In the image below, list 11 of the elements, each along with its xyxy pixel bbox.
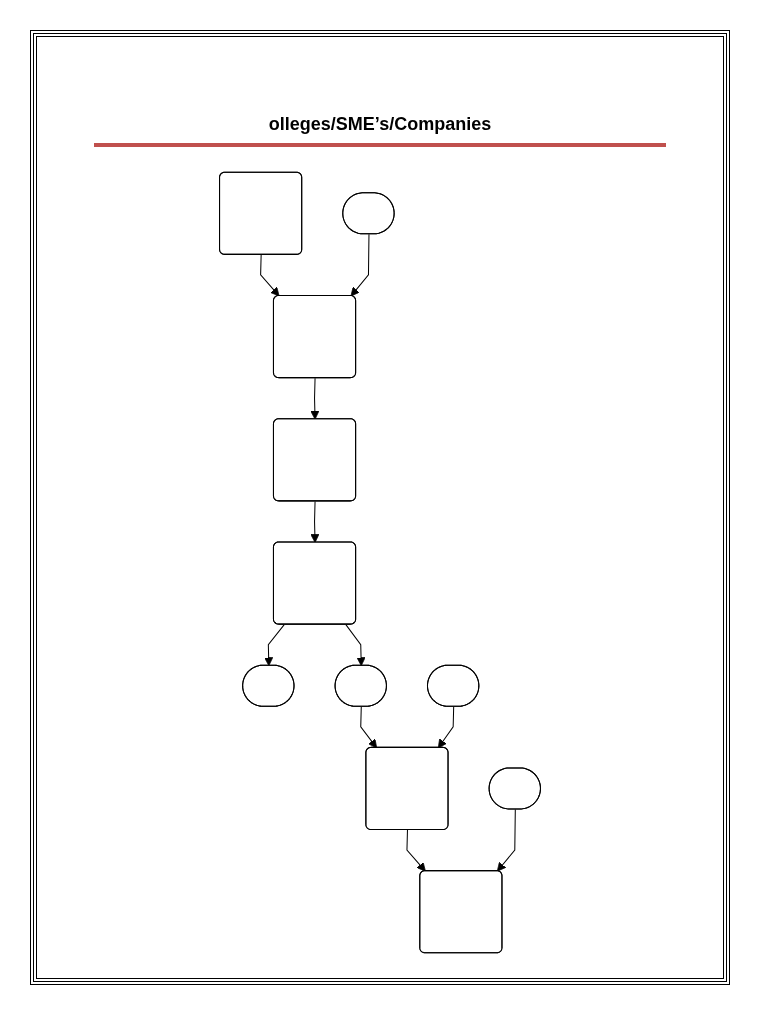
title: olleges/SME’s/Companies [267,114,493,135]
arrow [360,706,378,749]
arrow [310,377,320,420]
arrow [310,500,320,543]
arrow [345,624,366,667]
arrow [406,829,426,872]
arrow [264,624,285,667]
arrow [437,706,455,749]
arrow [350,233,370,297]
arrow [496,809,516,872]
arrow [260,254,280,297]
